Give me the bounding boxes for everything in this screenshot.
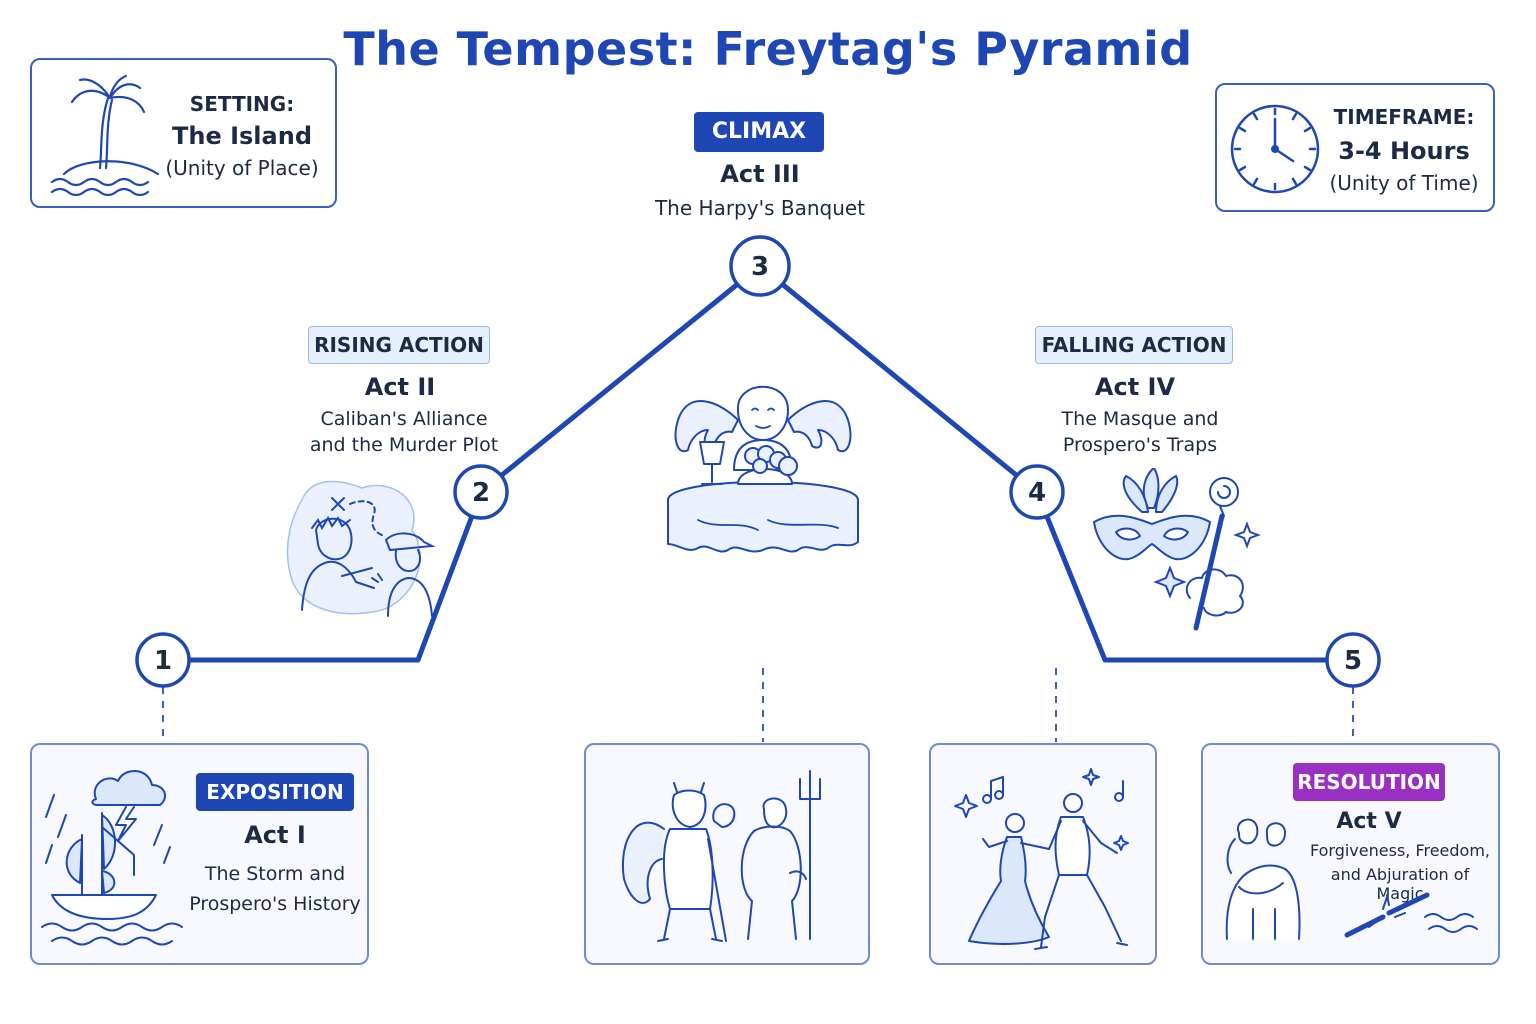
embrace-broken-staff-icon [1225,818,1478,940]
node-1-number: 1 [154,646,172,676]
dancing-couple-icon [954,768,1129,950]
node-3-number: 3 [751,252,769,282]
masque-icon [1093,468,1261,631]
resolution-act: Act V [1336,809,1402,834]
setting-note: (Unity of Place) [165,156,319,180]
resolution-badge: RESOLUTION [1293,763,1445,801]
diagram-title: The Tempest: Freytag's Pyramid [343,22,1193,76]
climax-act: Act III [720,160,800,188]
falling-action-desc-2: Prospero's Traps [1062,434,1218,456]
clock-icon [1230,104,1320,194]
timeframe-note: (Unity of Time) [1329,171,1479,195]
harpy-banquet-icon [667,385,859,553]
falling-action-badge: FALLING ACTION [1035,326,1233,364]
exposition-box: EXPOSITION Act I The Storm and Prospero'… [30,743,369,965]
exposition-badge: EXPOSITION [196,773,354,811]
falling-action-desc-1: The Masque and [1061,408,1219,430]
timeframe-box: TIMEFRAME: 3-4 Hours (Unity of Time) [1215,83,1495,212]
node-4-number: 4 [1028,478,1046,508]
rising-action-act: Act II [364,373,436,401]
timeframe-heading: TIMEFRAME: [1333,105,1475,129]
falling-action-act: Act IV [1094,373,1176,401]
node-1: 1 [135,632,191,688]
setting-box: SETTING: The Island (Unity of Place) [30,58,337,208]
spirits-box [584,743,870,965]
exposition-desc-1: The Storm and [204,863,346,885]
timeframe-value: 3-4 Hours [1338,137,1470,165]
climax-desc: The Harpy's Banquet [654,196,866,220]
setting-heading: SETTING: [189,92,295,116]
resolution-desc-1: Forgiveness, Freedom, [1309,841,1491,860]
node-2: 2 [453,464,509,520]
setting-value: The Island [172,122,312,150]
rising-action-desc-2: and the Murder Plot [309,434,499,456]
spirits-icon [621,770,821,942]
dancers-box [929,743,1157,965]
conspirators-icon [286,480,436,617]
exposition-act: Act I [244,821,306,849]
storm-ship-icon [41,770,183,946]
node-5-number: 5 [1344,646,1362,676]
node-4: 4 [1009,464,1065,520]
rising-action-badge: RISING ACTION [308,326,490,364]
node-5: 5 [1325,632,1381,688]
palm-island-icon [50,74,160,197]
resolution-box: RESOLUTION Act V Forgiveness, Freedom, a… [1201,743,1500,965]
exposition-desc-2: Prospero's History [189,893,361,915]
rising-action-desc-1: Caliban's Alliance [320,408,488,430]
node-2-number: 2 [472,478,490,508]
climax-badge: CLIMAX [694,112,824,152]
node-3: 3 [729,235,791,297]
